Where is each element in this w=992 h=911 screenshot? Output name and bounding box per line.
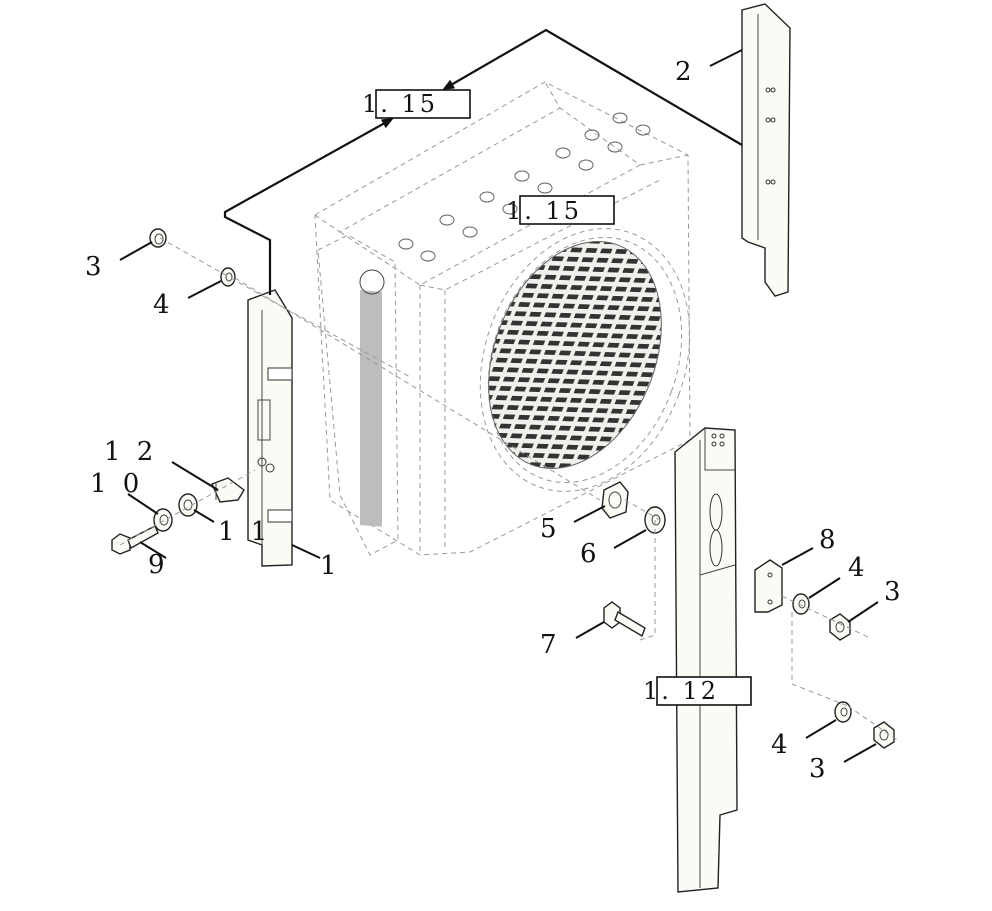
callout-6: 6	[580, 539, 601, 569]
spacer-11	[178, 493, 198, 517]
callout-3: 3	[884, 577, 905, 607]
callout-11: 1 1	[218, 517, 271, 547]
callout-10: 1 0	[90, 469, 143, 499]
callout-5: 5	[540, 514, 561, 544]
washer-4-right-lower	[834, 701, 852, 723]
callout-1: 1	[320, 551, 341, 581]
reference-label: 1. 15	[362, 90, 438, 118]
callout-9: 9	[148, 550, 169, 580]
callout-7: 7	[540, 630, 561, 660]
callout-8: 8	[819, 525, 840, 555]
washer-10	[153, 508, 173, 532]
callout-4: 4	[771, 730, 792, 760]
bracket-lower-right	[674, 427, 738, 893]
mount-5	[601, 481, 629, 519]
callout-3: 3	[85, 252, 106, 282]
reference-box-bottom[interactable]: 1. 12	[643, 676, 752, 706]
callout-4: 4	[153, 290, 174, 320]
nut-3-top-left	[149, 228, 167, 248]
clip-12	[211, 477, 245, 503]
callout-12: 1 2	[104, 437, 157, 467]
side-tank-hatch	[360, 290, 382, 527]
assembly-centerlines	[119, 237, 901, 743]
fan-grille	[488, 241, 662, 469]
callout-4: 4	[848, 553, 869, 583]
callout-3: 3	[809, 754, 830, 784]
bolt-7	[603, 601, 646, 638]
nut-3-right-lower	[873, 721, 895, 749]
washer-4-top-left	[220, 267, 236, 287]
radiator-assembly	[314, 81, 691, 556]
bracket-2	[741, 3, 791, 297]
callout-numbers: 2 3 4 1 2 1 0 1 1 9 1 5 6 7 8 4 3 4 3	[85, 57, 905, 784]
nut-3-right-upper	[829, 613, 851, 641]
callout-leaders	[119, 49, 879, 763]
plate-8	[754, 559, 783, 613]
reference-label: 1. 12	[643, 677, 719, 705]
reference-label: 1. 15	[506, 197, 582, 225]
top-bolt-row	[398, 112, 651, 262]
reference-box-top[interactable]: 1. 15	[362, 89, 471, 119]
ref-arrow-to-top-from-bracket2	[442, 28, 743, 146]
reference-box-mid[interactable]: 1. 15	[506, 195, 615, 225]
ref-arrow-to-top-from-bracket1	[223, 118, 394, 295]
washer-4-right-upper	[792, 593, 810, 615]
bracket-1	[247, 289, 293, 567]
callout-2: 2	[675, 57, 696, 87]
